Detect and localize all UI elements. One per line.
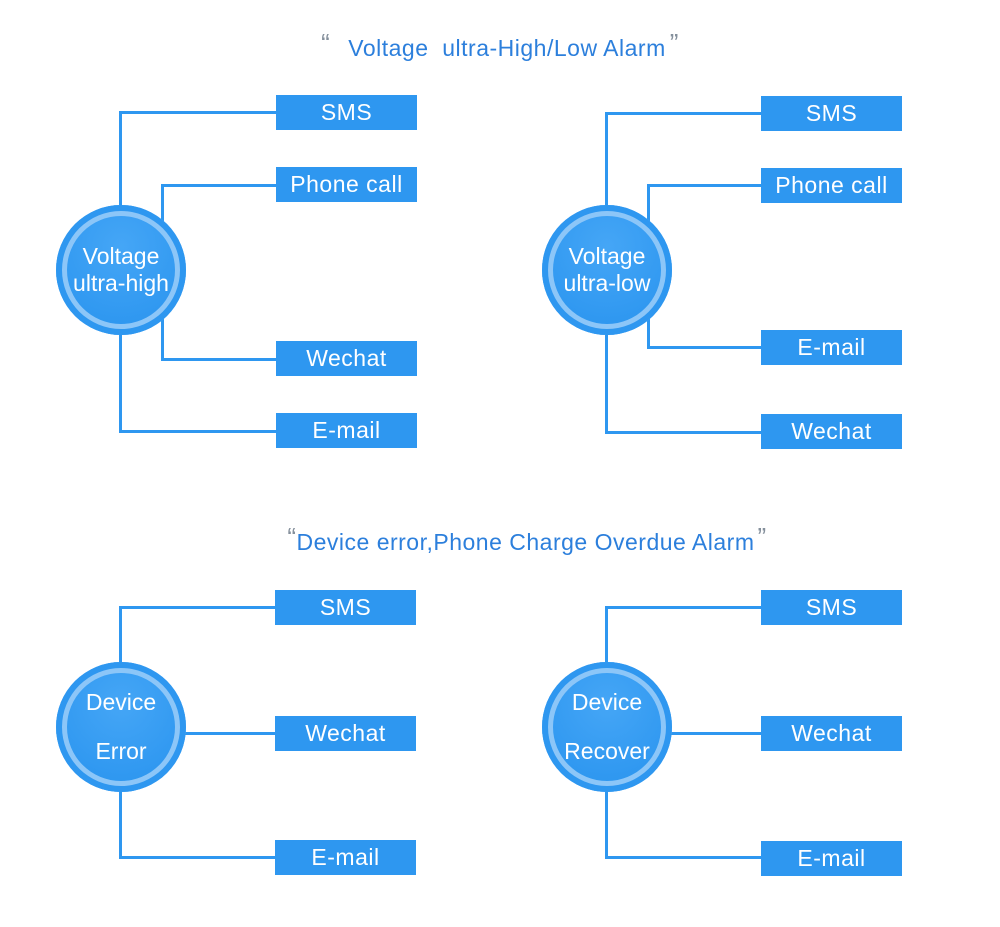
notify-box-sms: SMS: [761, 96, 902, 131]
connector-line: [119, 111, 277, 114]
connector-line: [119, 430, 277, 433]
notify-box-email: E-mail: [761, 841, 902, 876]
notify-box-sms: SMS: [275, 590, 416, 625]
connector-line: [119, 732, 275, 735]
connector-line: [161, 358, 277, 361]
close-quote: ”: [757, 522, 767, 552]
node-label-line: Voltage: [82, 243, 160, 269]
node-label-line: ultra-low: [563, 270, 651, 296]
notify-box-sms: SMS: [761, 590, 902, 625]
open-quote: “: [321, 28, 331, 58]
connector-line: [605, 431, 762, 434]
notify-box-wechat: Wechat: [275, 716, 416, 751]
connector-line: [605, 732, 761, 735]
title-voltage-alarm-text: Voltage ultra-High/Low Alarm: [348, 35, 666, 61]
title-voltage-alarm: “ Voltage ultra-High/Low Alarm”: [0, 28, 1000, 63]
notify-box-email: E-mail: [761, 330, 902, 365]
alarm-node-device-error: Device Error: [56, 662, 186, 792]
notify-box-wechat: Wechat: [276, 341, 417, 376]
alarm-node-voltage-ultra-low: Voltage ultra-low: [542, 205, 672, 335]
notify-box-sms: SMS: [276, 95, 417, 130]
connector-line: [119, 606, 275, 609]
alarm-node-voltage-ultra-high: Voltage ultra-high: [56, 205, 186, 335]
notify-box-wechat: Wechat: [761, 414, 902, 449]
alarm-node-device-recover: Device Recover: [542, 662, 672, 792]
node-label-line: Recover: [564, 738, 650, 764]
connector-line: [605, 856, 761, 859]
notify-box-phone-call: Phone call: [761, 168, 902, 203]
node-label-line: ultra-high: [73, 270, 169, 296]
close-quote: ”: [669, 28, 679, 58]
connector-line: [119, 856, 275, 859]
notify-box-phone-call: Phone call: [276, 167, 417, 202]
open-quote: “: [287, 522, 297, 552]
node-label-line: Device: [85, 689, 157, 715]
title-device-error-alarm-text: Device error,Phone Charge Overdue Alarm: [296, 529, 755, 555]
node-label-line: Voltage: [568, 243, 646, 269]
connector-line: [161, 184, 277, 187]
connector-line: [647, 184, 762, 187]
node-label-line: Device: [571, 689, 643, 715]
connector-line: [605, 606, 761, 609]
title-device-error-alarm: “Device error,Phone Charge Overdue Alarm…: [27, 522, 1000, 557]
notify-box-email: E-mail: [275, 840, 416, 875]
notify-box-wechat: Wechat: [761, 716, 902, 751]
notify-box-email: E-mail: [276, 413, 417, 448]
node-label-line: Error: [95, 738, 147, 764]
connector-line: [605, 112, 762, 115]
connector-line: [647, 346, 762, 349]
